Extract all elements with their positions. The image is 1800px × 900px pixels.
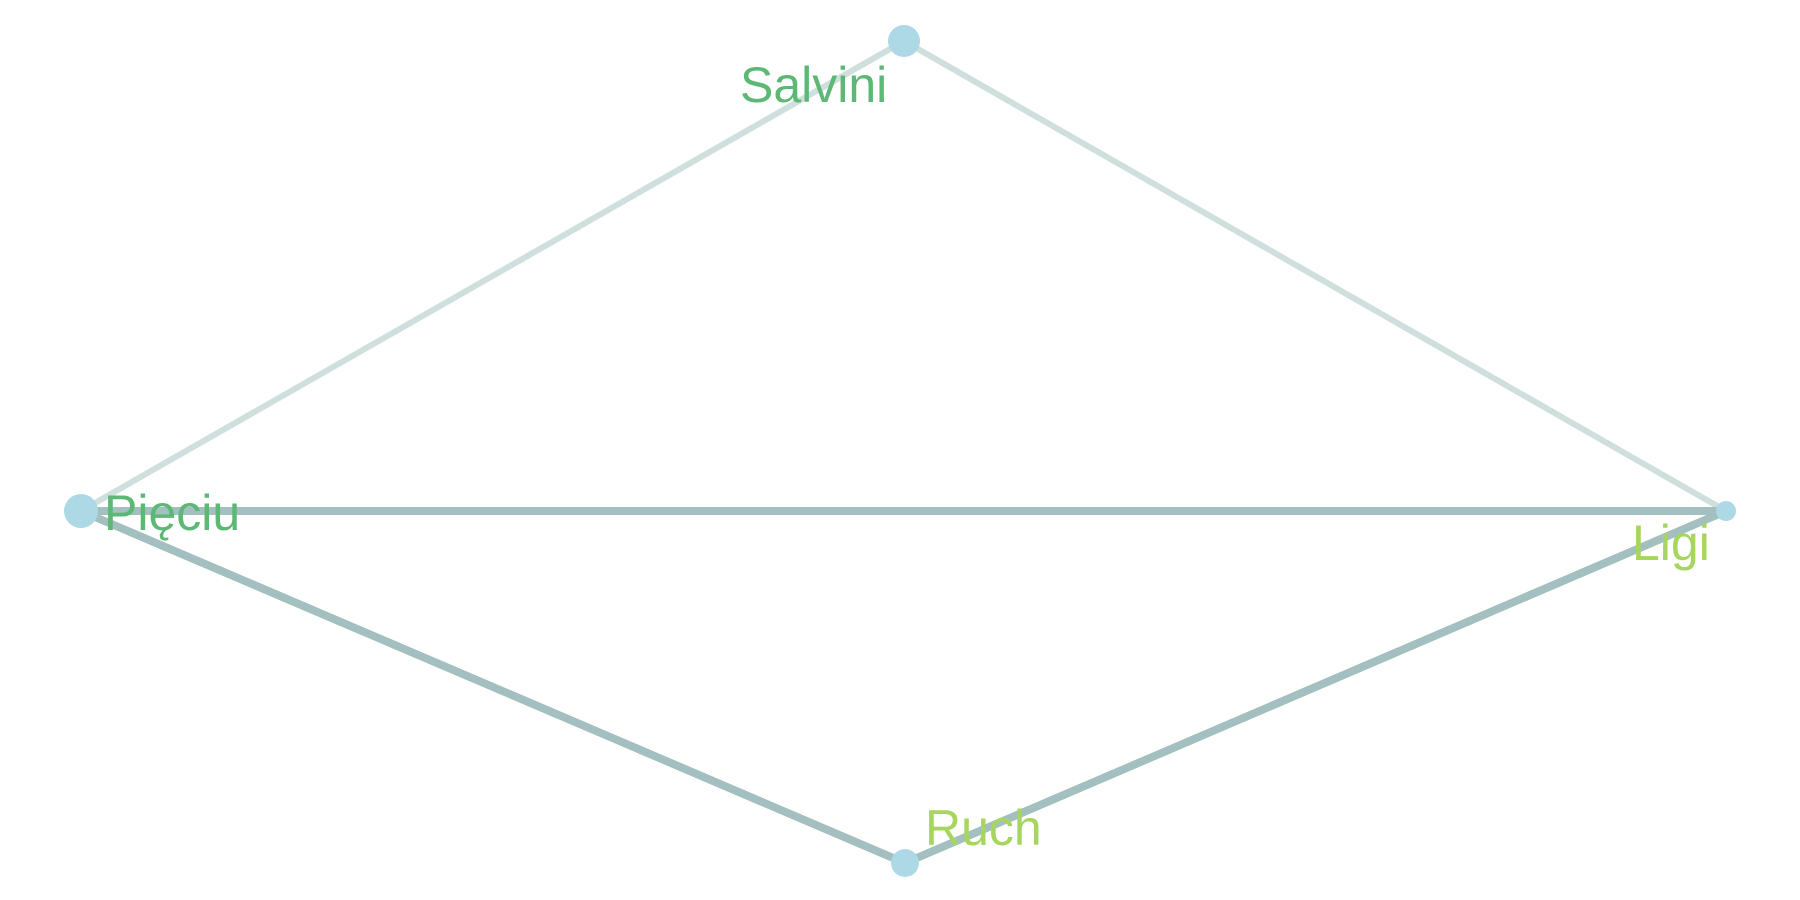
node-label-pieciu: Pięciu [104, 485, 240, 541]
nodes-layer [64, 25, 1736, 877]
node-label-ruch: Ruch [925, 800, 1042, 856]
node-ligi [1716, 501, 1736, 521]
edges-layer [77, 38, 1730, 867]
edge-pieciu-ruch [77, 507, 909, 867]
labels-layer: Salvini Pięciu Ligi Ruch [104, 57, 1710, 856]
edge-ruch-ligi [901, 507, 1730, 867]
node-salvini [888, 25, 920, 57]
node-label-salvini: Salvini [740, 57, 887, 113]
edge-pieciu-salvini [78, 38, 907, 514]
edge-salvini-ligi [901, 38, 1729, 514]
node-label-ligi: Ligi [1632, 515, 1710, 571]
node-pieciu [64, 494, 98, 528]
node-ruch [891, 849, 919, 877]
